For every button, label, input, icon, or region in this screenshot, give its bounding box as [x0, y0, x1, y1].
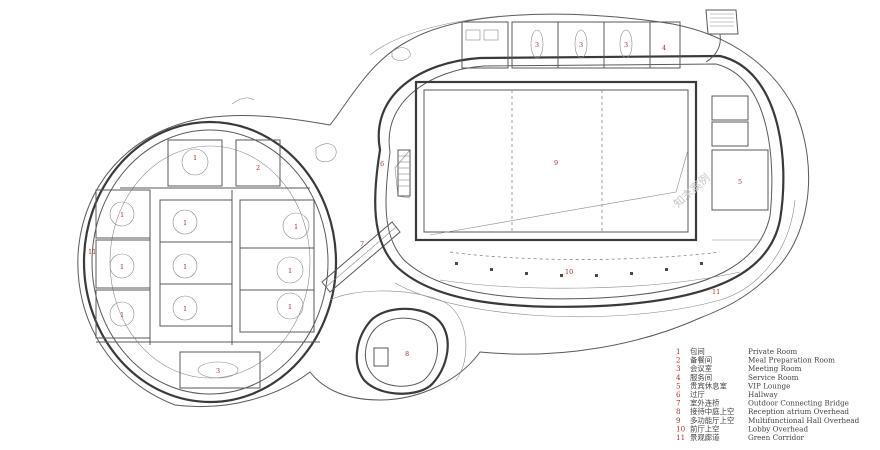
room-label: 1	[288, 303, 292, 311]
legend-chinese-label: 前厅上空	[690, 424, 720, 433]
room-label: 11	[88, 248, 96, 256]
legend-row: 7 室外连桥 Outdoor Connecting Bridge	[676, 399, 849, 408]
legend-row: 10 前厅上空 Lobby Overhead	[676, 424, 808, 433]
atrium-landscape	[329, 290, 467, 381]
room-label: 1	[294, 223, 298, 231]
room-label: 3	[216, 367, 220, 375]
legend-chinese-label: 多功能厅上空	[690, 416, 734, 425]
outer-landscape-boundary	[77, 13, 810, 408]
legend-chinese-label: 贵宾休息室	[690, 381, 727, 390]
perimeter-columns	[455, 262, 703, 277]
room-label: 1	[183, 219, 187, 227]
right-building-inner-wall	[385, 63, 773, 300]
left-building-inner-courtline	[109, 145, 311, 379]
legend-english-label: Outdoor Connecting Bridge	[748, 399, 849, 408]
legend-row: 9 多功能厅上空 Multifunctional Hall Overhead	[676, 416, 860, 425]
legend-number: 5	[676, 381, 681, 390]
room-label: 1	[120, 311, 124, 319]
room-label: 3	[579, 41, 583, 49]
legend-number: 10	[676, 424, 686, 433]
legend-number: 2	[676, 356, 681, 365]
legend-row: 2 备餐间 Meal Preparation Room	[676, 356, 835, 365]
right-side-rooms	[711, 95, 769, 241]
room-label: 7	[360, 240, 364, 248]
room-label: 10	[565, 268, 573, 276]
room-label: 6	[380, 160, 384, 168]
legend-number: 9	[676, 416, 681, 425]
reception-atrium-outer	[355, 307, 449, 395]
room-label: 1	[120, 263, 124, 271]
stair-tower	[705, 9, 739, 63]
outdoor-connecting-bridge	[321, 221, 401, 293]
room-label: 1	[120, 211, 124, 219]
reception-atrium-inner	[365, 317, 439, 387]
room-label: 1	[288, 267, 292, 275]
lobby-overhead-arc-2	[439, 271, 741, 289]
room-label: 1	[183, 305, 187, 313]
room-label: 1	[193, 154, 197, 162]
legend-number: 6	[676, 390, 681, 399]
legend-row: 6 过厅 Hallway	[676, 390, 779, 399]
room-label: 9	[554, 159, 558, 167]
room-label: 3	[535, 41, 539, 49]
legend-english-label: Meeting Room	[748, 364, 802, 373]
reception-atrium-core	[373, 347, 389, 367]
lobby-overhead-arc	[449, 251, 721, 260]
legend-row: 1 包间 Private Room	[676, 347, 797, 356]
legend-number: 3	[676, 364, 681, 373]
legend-chinese-label: 会议室	[690, 364, 712, 373]
room-label: 8	[405, 350, 409, 358]
room-label: 11	[712, 288, 720, 296]
left-building-inner-wall	[91, 129, 329, 395]
legend-number: 11	[676, 433, 685, 442]
tree-blob-2	[391, 47, 411, 61]
legend-chinese-label: 备餐间	[690, 356, 712, 365]
tree-blob	[315, 143, 337, 163]
legend-row: 8 接待中庭上空 Reception atrium Overhead	[676, 407, 849, 416]
right-building-top-rooms	[461, 21, 681, 69]
legend-english-label: VIP Lounge	[747, 381, 790, 390]
legend-english-label: Lobby Overhead	[748, 424, 808, 433]
watermark: 知末案例	[671, 170, 713, 210]
room-label: 5	[738, 178, 742, 186]
legend-number: 8	[676, 407, 681, 416]
legend-number: 1	[676, 347, 681, 356]
legend-english-label: Multifunctional Hall Overhead	[748, 416, 860, 425]
room-label: 4	[662, 44, 666, 52]
legend-row: 4 服务间 Service Room	[676, 373, 799, 382]
left-building-tables	[109, 148, 310, 379]
legend-chinese-label: 室外连桥	[690, 399, 720, 408]
legend-row: 5 贵宾休息室 VIP Lounge	[676, 381, 790, 390]
room-label: 1	[183, 263, 187, 271]
legend-english-label: Reception atrium Overhead	[748, 407, 849, 416]
legend-english-label: Private Room	[748, 347, 797, 356]
right-building-outer-wall	[374, 54, 785, 308]
legend-chinese-label: 景观廊道	[690, 433, 720, 442]
legend-english-label: Meal Preparation Room	[748, 356, 835, 365]
green-corridor-right	[394, 199, 796, 318]
room-label: 3	[624, 41, 628, 49]
room-labels: 1 1 1 1 1 1 1 1 1 1 3 2 3 3 3 4 5 6 7 8 …	[88, 41, 742, 375]
legend-row: 3 会议室 Meeting Room	[676, 364, 802, 373]
legend-chinese-label: 服务间	[690, 373, 712, 382]
legend-number: 4	[676, 373, 681, 382]
left-building-rooms	[95, 139, 320, 389]
legend-english-label: Hallway	[748, 390, 779, 399]
legend-row: 11 景观廊道 Green Corridor	[676, 433, 805, 442]
legend-english-label: Service Room	[748, 373, 799, 382]
hallway-stair	[397, 149, 411, 197]
legend-chinese-label: 过厅	[690, 390, 705, 399]
legend-chinese-label: 接待中庭上空	[690, 407, 734, 416]
legend: 1 包间 Private Room 2 备餐间 Meal Preparation Room…	[676, 347, 860, 442]
legend-chinese-label: 包间	[690, 347, 705, 356]
legend-number: 7	[676, 399, 681, 408]
room-label: 2	[256, 164, 260, 172]
outer-landscape-line-3	[231, 97, 255, 105]
legend-english-label: Green Corridor	[748, 433, 805, 442]
left-building-outer-wall	[82, 120, 338, 404]
multifunctional-hall	[394, 80, 698, 242]
outer-landscape-line-2	[369, 15, 501, 56]
